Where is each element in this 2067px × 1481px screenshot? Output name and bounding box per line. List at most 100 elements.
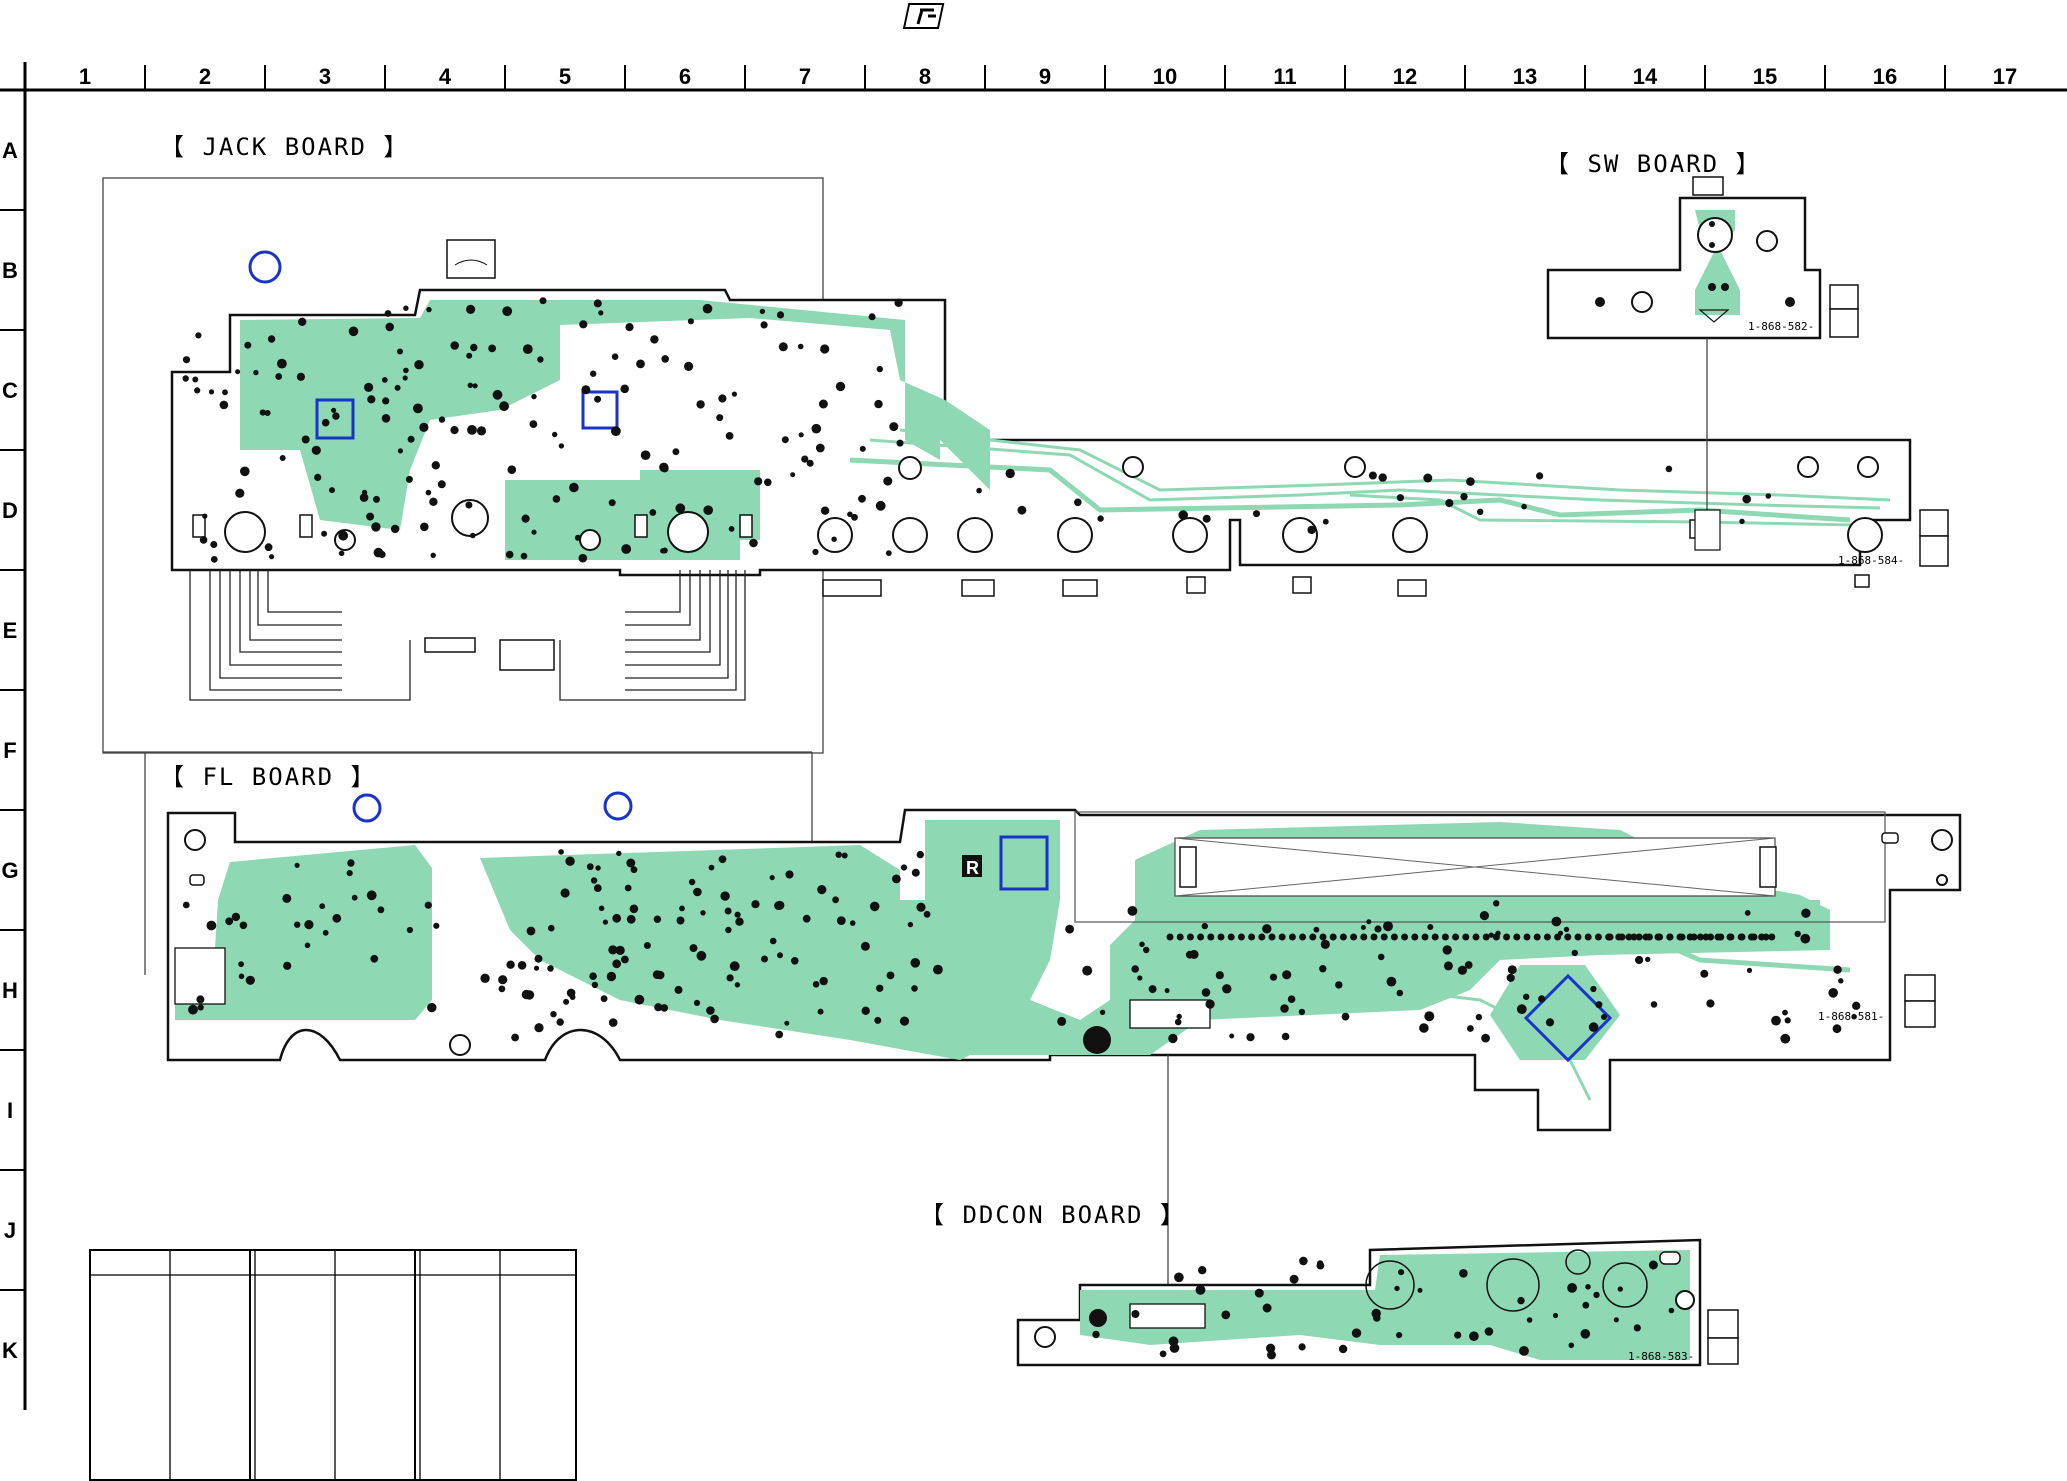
solder-pad xyxy=(348,326,359,337)
solder-pad xyxy=(1373,1314,1381,1322)
solder-pad xyxy=(264,543,273,552)
column-label: 11 xyxy=(1273,64,1296,89)
solder-pad xyxy=(1551,916,1562,927)
connector-pin xyxy=(1492,933,1500,941)
solder-pad xyxy=(728,526,735,532)
solder-pad xyxy=(437,480,446,489)
solder-pad xyxy=(194,387,201,394)
solder-pad xyxy=(1097,515,1104,522)
solder-pad xyxy=(751,900,760,909)
solder-pad xyxy=(259,409,266,416)
solder-pad xyxy=(1442,945,1452,955)
solder-pad xyxy=(1484,1327,1494,1336)
connector-pin xyxy=(1523,933,1531,941)
column-label: 13 xyxy=(1513,64,1537,89)
solder-pad xyxy=(1074,498,1082,507)
solder-pad xyxy=(1519,1346,1529,1356)
solder-pad xyxy=(1287,995,1296,1003)
solder-pad xyxy=(1338,1344,1348,1354)
solder-pad xyxy=(1374,925,1382,933)
solder-pad xyxy=(886,971,895,980)
solder-pad xyxy=(1633,1324,1641,1332)
solder-pad xyxy=(608,1018,618,1027)
solder-pad xyxy=(1378,473,1387,482)
solder-pad xyxy=(390,524,400,534)
solder-pad xyxy=(235,488,245,498)
solder-pad xyxy=(1419,1023,1429,1033)
solder-pad xyxy=(1506,973,1515,983)
solder-pad xyxy=(560,888,570,898)
solder-pad xyxy=(419,422,429,432)
solder-pad xyxy=(611,353,619,361)
solder-pad xyxy=(1159,1350,1167,1358)
solder-pad xyxy=(916,902,926,912)
solder-pad xyxy=(1833,965,1842,974)
fl-ref-circle-right xyxy=(603,791,633,821)
solder-pad xyxy=(556,1018,564,1026)
solder-pad xyxy=(785,870,794,879)
solder-pad xyxy=(424,901,432,909)
solder-pad xyxy=(244,341,252,349)
solder-pad xyxy=(874,1016,882,1024)
solder-pad xyxy=(403,305,409,311)
solder-pad xyxy=(706,1006,715,1015)
solder-pad xyxy=(1299,1256,1308,1266)
solder-pad xyxy=(1168,1033,1178,1044)
solder-pad xyxy=(759,308,766,315)
solder-pad xyxy=(1313,926,1320,933)
column-label: 3 xyxy=(319,64,331,89)
solder-pad xyxy=(502,306,513,317)
jack-cable-harness xyxy=(189,570,746,701)
connector-pin xyxy=(1380,933,1388,941)
solder-pad xyxy=(710,1014,719,1024)
solder-pad xyxy=(182,356,191,364)
solder-pad xyxy=(1185,950,1194,959)
jack-ic-marker-right xyxy=(581,390,619,430)
solder-pad xyxy=(397,348,403,355)
solder-pad xyxy=(182,375,189,382)
solder-pad xyxy=(1289,1274,1299,1284)
connector-pin xyxy=(1606,933,1614,941)
solder-pad xyxy=(689,944,698,953)
solder-pad xyxy=(849,920,856,926)
solder-pad xyxy=(1396,989,1404,997)
solder-pad xyxy=(373,495,380,503)
solder-pad xyxy=(781,436,789,444)
solder-pad xyxy=(552,495,561,503)
connector-pin xyxy=(1635,933,1643,941)
solder-pad xyxy=(521,989,532,1000)
solder-pad xyxy=(910,958,921,968)
solder-pad xyxy=(774,901,783,910)
solder-pad xyxy=(480,973,490,983)
solder-pad xyxy=(693,887,702,897)
solder-pad xyxy=(367,395,376,404)
solder-pad xyxy=(1394,1285,1400,1292)
solder-pad xyxy=(364,382,374,392)
connector-pin xyxy=(1666,933,1674,941)
fl-board-part-number: 1-868-581- xyxy=(1818,1010,1884,1023)
connector-pin xyxy=(1278,933,1286,941)
connector-pin xyxy=(1564,933,1572,941)
solder-pad xyxy=(860,941,870,951)
solder-pad xyxy=(1137,975,1143,981)
solder-pad xyxy=(347,859,355,867)
solder-pad xyxy=(1475,1013,1483,1021)
solder-pad xyxy=(192,376,199,383)
solder-pad xyxy=(725,926,732,934)
solder-pad xyxy=(534,1023,544,1033)
grid-frame xyxy=(0,62,2067,1410)
solder-pad xyxy=(321,530,328,537)
solder-pad xyxy=(606,971,617,982)
solder-pad xyxy=(1552,1312,1559,1319)
solder-pad xyxy=(835,381,846,392)
solder-pad xyxy=(1281,1032,1290,1041)
solder-pad xyxy=(539,297,547,305)
solder-pad xyxy=(298,317,307,326)
solder-pad xyxy=(294,862,300,868)
solder-pad xyxy=(734,982,741,988)
solder-pad xyxy=(304,920,314,930)
row-label: D xyxy=(2,498,18,523)
solder-pad xyxy=(1082,965,1093,976)
connector-pin xyxy=(1738,933,1746,941)
solder-pad xyxy=(465,501,473,509)
